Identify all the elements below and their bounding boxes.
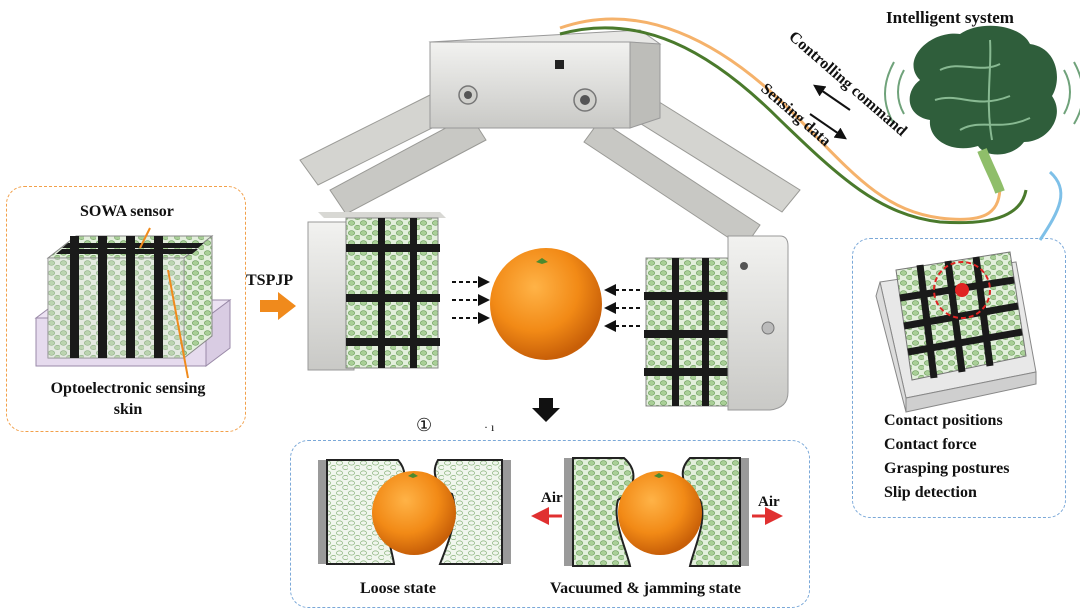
capability-contact-positions: Contact positions: [884, 412, 1003, 429]
vacuumed-state-illustration: [531, 457, 783, 567]
sensor-detail-panel: [6, 186, 246, 432]
signal-cables: [559, 17, 1063, 241]
capability-contact-force: Contact force: [884, 436, 977, 453]
intelligent-system-title: Intelligent system: [886, 8, 1014, 27]
sensing-capabilities-panel: [852, 238, 1066, 518]
step-marker: ①: [416, 415, 433, 435]
tspjp-arrow: [260, 292, 296, 320]
loose-state-label: Loose state: [360, 580, 436, 597]
loose-state-illustration: [318, 459, 511, 565]
optoelectronic-skin-label-line1: Optoelectronic sensing: [50, 380, 206, 397]
tspjp-label: TSPJP: [246, 272, 294, 289]
capability-grasping-postures: Grasping postures: [884, 460, 1010, 477]
step-marker-tail: · ı: [484, 420, 495, 434]
capability-slip-detection: Slip detection: [884, 484, 977, 501]
air-left-label: Air: [541, 490, 563, 506]
sowa-sensor-label: SOWA sensor: [80, 203, 174, 220]
optoelectronic-skin-label-line2: skin: [113, 401, 143, 418]
vacuumed-state-label: Vacuumed & jamming state: [550, 580, 741, 597]
jamming-states-panel: [290, 440, 810, 608]
air-right-label: Air: [758, 494, 780, 510]
contact-sensor-illustration: [875, 251, 1037, 413]
brain-icon: [884, 25, 1080, 194]
gripper-illustration: [299, 29, 801, 422]
sowa-sensor-illustration: [34, 227, 232, 379]
